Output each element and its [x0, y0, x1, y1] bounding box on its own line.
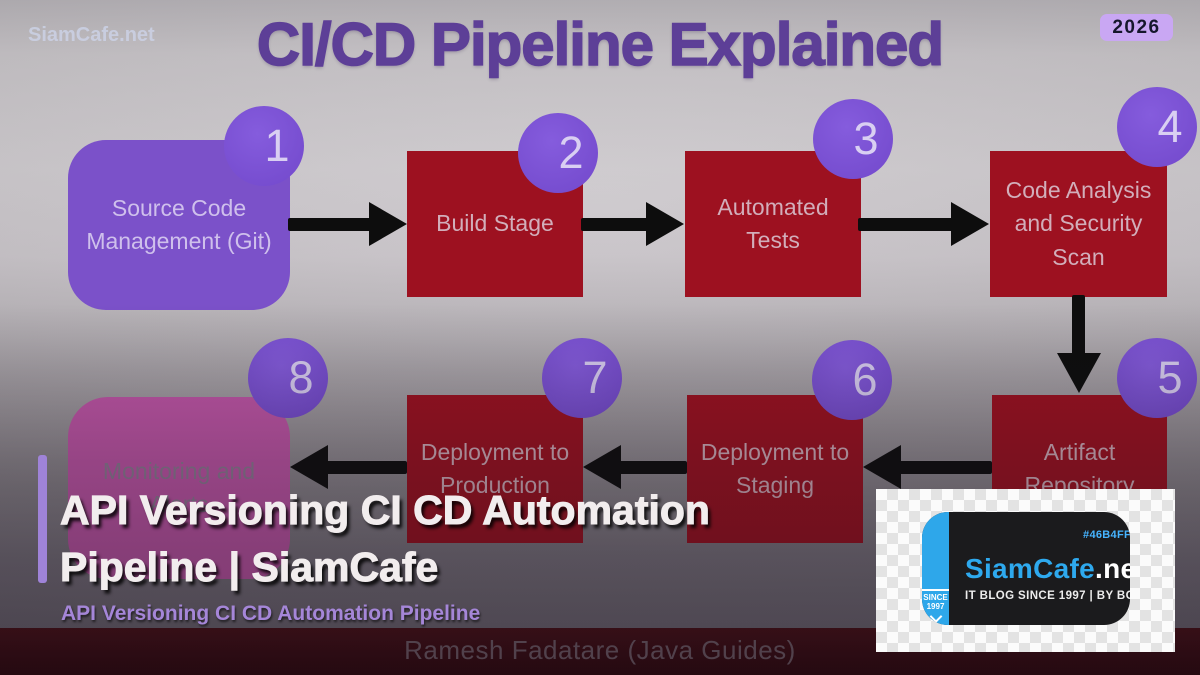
overlay-title-line1: API Versioning CI CD Automation: [60, 487, 711, 534]
step-number-text: 4: [1157, 101, 1183, 152]
step-label: Source Code Management (Git): [86, 194, 272, 254]
step-number-text: 6: [852, 354, 878, 405]
step-box-deployment-production: Deployment to Production: [407, 395, 583, 543]
step-number-4: 4: [1117, 87, 1197, 167]
year-badge-text: 2026: [1112, 16, 1161, 38]
step-number-text: 5: [1157, 352, 1183, 403]
site-watermark: SiamCafe.net: [28, 24, 155, 46]
logo-since-label: SINCE 1997: [922, 588, 949, 611]
overlay-title-line2: Pipeline | SiamCafe: [60, 544, 439, 591]
logo-brand-suffix: .net: [1095, 553, 1130, 584]
step-label: Deployment to Production: [420, 438, 570, 498]
logo-body: #46B4FF SiamCafe.net IT BLOG SINCE 1997 …: [949, 512, 1130, 625]
step-number-3: 3: [813, 99, 893, 179]
step-number-text: 8: [288, 352, 314, 403]
step-number-2: 2: [518, 113, 598, 193]
step-number-text: 3: [853, 113, 879, 164]
step-label: Build Stage: [436, 210, 554, 237]
step-number-7: 7: [542, 338, 622, 418]
step-box-source-code-management: Source Code Management (Git): [68, 140, 290, 310]
title-accent-bar: [38, 455, 47, 583]
step-box-code-analysis: Code Analysis and Security Scan: [990, 151, 1167, 297]
overlay-subtitle: API Versioning CI CD Automation Pipeline: [61, 602, 481, 625]
credit-text: Ramesh Fadatare (Java Guides): [404, 635, 796, 665]
step-number-text: 1: [264, 120, 290, 171]
step-label: Automated Tests: [717, 193, 829, 253]
step-label: Code Analysis and Security Scan: [1005, 176, 1152, 270]
year-badge: 2026: [1100, 14, 1173, 41]
step-number-text: 7: [582, 352, 608, 403]
step-label: Deployment to Staging: [700, 438, 850, 498]
step-number-8: 8: [248, 338, 328, 418]
logo-brand: SiamCafe.net: [965, 553, 1130, 585]
step-box-monitoring-alerts: Monitoring and Alerts: [68, 397, 290, 579]
siamcafe-logo-badge: SINCE 1997 #46B4FF SiamCafe.net IT BLOG …: [922, 512, 1130, 625]
logo-hex-code: #46B4FF: [1083, 529, 1130, 541]
logo-chevron-icon: [929, 610, 942, 623]
step-box-deployment-staging: Deployment to Staging: [687, 395, 863, 543]
logo-brand-main: SiamCafe: [965, 553, 1096, 584]
step-number-6: 6: [812, 340, 892, 420]
step-label: Monitoring and Alerts: [102, 457, 256, 517]
logo-blue-strip: SINCE 1997: [922, 512, 949, 625]
step-box-automated-tests: Automated Tests: [685, 151, 861, 297]
logo-since-top: SINCE: [923, 592, 948, 602]
main-title: CI/CD Pipeline Explained: [256, 10, 945, 79]
step-number-5: 5: [1117, 338, 1197, 418]
logo-tagline: IT BLOG SINCE 1997 | BY BOM: [965, 590, 1130, 602]
step-number-1: 1: [224, 106, 304, 186]
overlay-title: API Versioning CI CD Automation Pipeline…: [60, 482, 711, 596]
step-number-text: 2: [558, 127, 584, 178]
siamcafe-logo-panel: SINCE 1997 #46B4FF SiamCafe.net IT BLOG …: [876, 489, 1175, 652]
logo-since-bottom: 1997: [926, 601, 945, 611]
